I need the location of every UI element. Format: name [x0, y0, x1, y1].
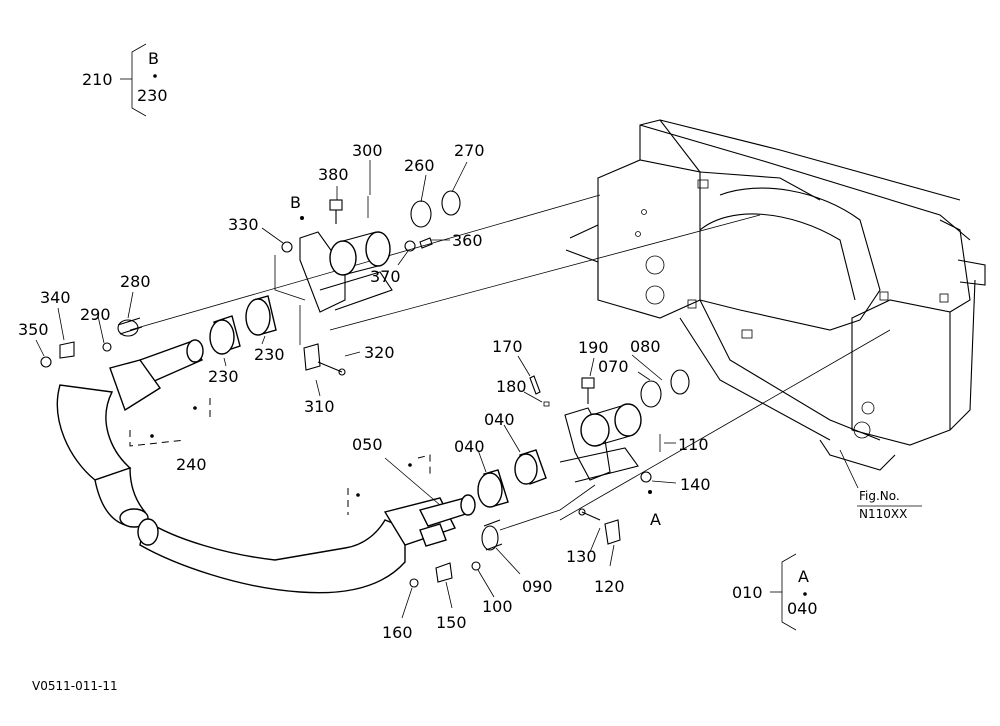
callout-080: 080: [630, 337, 661, 356]
group-a-letter: A: [798, 567, 809, 586]
callout-050: 050: [352, 435, 383, 454]
bolt-290: [102, 342, 112, 352]
drawing-code: V0511-011-11: [32, 679, 118, 693]
part-labels: 300 380 260 270 330 B 360 370 280 340 29…: [18, 141, 711, 642]
callout-340: 340: [40, 288, 71, 307]
leader-lines: [35, 160, 677, 619]
clamp-090: [481, 519, 503, 551]
figure-ref-line1: Fig.No.: [859, 489, 900, 503]
callout-090: 090: [522, 577, 553, 596]
group-a-bracket: 010 A 040: [732, 553, 818, 631]
sleeve-230-b: [209, 315, 241, 355]
bolt-100: [471, 561, 481, 571]
sleeve-040-a: [477, 469, 509, 508]
group-a-ref: 010: [732, 583, 763, 602]
figure-reference: Fig.No. N110XX: [839, 449, 922, 521]
clamp-280: [117, 317, 143, 337]
callout-150: 150: [436, 613, 467, 632]
group-b-letter: B: [148, 49, 159, 68]
callout-290: 290: [80, 305, 111, 324]
point-b-label: B: [290, 193, 301, 212]
callout-380: 380: [318, 165, 349, 184]
callout-140: 140: [680, 475, 711, 494]
bolt-350: [40, 356, 52, 368]
group-a-dot: [803, 592, 807, 596]
callout-160: 160: [382, 623, 413, 642]
callout-300: 300: [352, 141, 383, 160]
bolt-320: [317, 361, 346, 376]
bolt-190: [581, 377, 595, 404]
group-b-range-end: 230: [137, 86, 168, 105]
callout-070: 070: [598, 357, 629, 376]
bracket-340: [59, 341, 75, 359]
callout-040-lower: 040: [454, 437, 485, 456]
sleeve-040-b: [514, 449, 547, 485]
bracket-310: [303, 343, 321, 371]
group-b-bracket: 210 B 230: [82, 43, 168, 117]
callout-240: 240: [176, 455, 207, 474]
group-050-bracket: [347, 454, 431, 515]
callout-330: 330: [228, 215, 259, 234]
callout-110: 110: [678, 435, 709, 454]
seal-rings-lower: [640, 369, 690, 408]
callout-350: 350: [18, 320, 49, 339]
bolt-360-370: [404, 237, 433, 252]
upper-support-bracket: [299, 196, 393, 313]
callout-100: 100: [482, 597, 513, 616]
callout-260: 260: [404, 156, 435, 175]
lower-support-bracket: [559, 403, 661, 483]
bolt-380: [329, 199, 343, 224]
callout-310: 310: [304, 397, 335, 416]
lower-muffler-pipe: [383, 494, 476, 547]
pin-170-180: [529, 375, 550, 407]
frame-assembly: [129, 119, 986, 521]
point-a-label: A: [650, 510, 661, 529]
callout-120: 120: [594, 577, 625, 596]
group-b-dot: [153, 74, 157, 78]
bracket-120: [604, 519, 621, 545]
callout-180: 180: [496, 377, 527, 396]
nut-330: [281, 241, 293, 253]
bolt-160: [409, 578, 419, 588]
callout-270: 270: [454, 141, 485, 160]
seal-rings-upper: [410, 190, 461, 228]
bracket-150: [435, 562, 453, 583]
main-exhaust-pipe: [137, 518, 406, 594]
callout-130: 130: [566, 547, 597, 566]
callout-190: 190: [578, 338, 609, 357]
nut-140: [640, 471, 652, 483]
upper-exhaust-pipe: [56, 339, 204, 528]
group-240-bracket: [129, 398, 211, 447]
callout-320: 320: [364, 343, 395, 362]
callout-370: 370: [370, 267, 401, 286]
group-b-ref: 210: [82, 70, 113, 89]
callout-360: 360: [452, 231, 483, 250]
bolt-130: [578, 508, 601, 521]
sleeve-230-a: [245, 295, 277, 336]
callout-040-upper: 040: [484, 410, 515, 429]
group-a-range-end: 040: [787, 599, 818, 618]
figure-ref-line2: N110XX: [859, 507, 907, 521]
callout-280: 280: [120, 272, 151, 291]
callout-170: 170: [492, 337, 523, 356]
callout-230-lower: 230: [208, 367, 239, 386]
callout-230-upper: 230: [254, 345, 285, 364]
